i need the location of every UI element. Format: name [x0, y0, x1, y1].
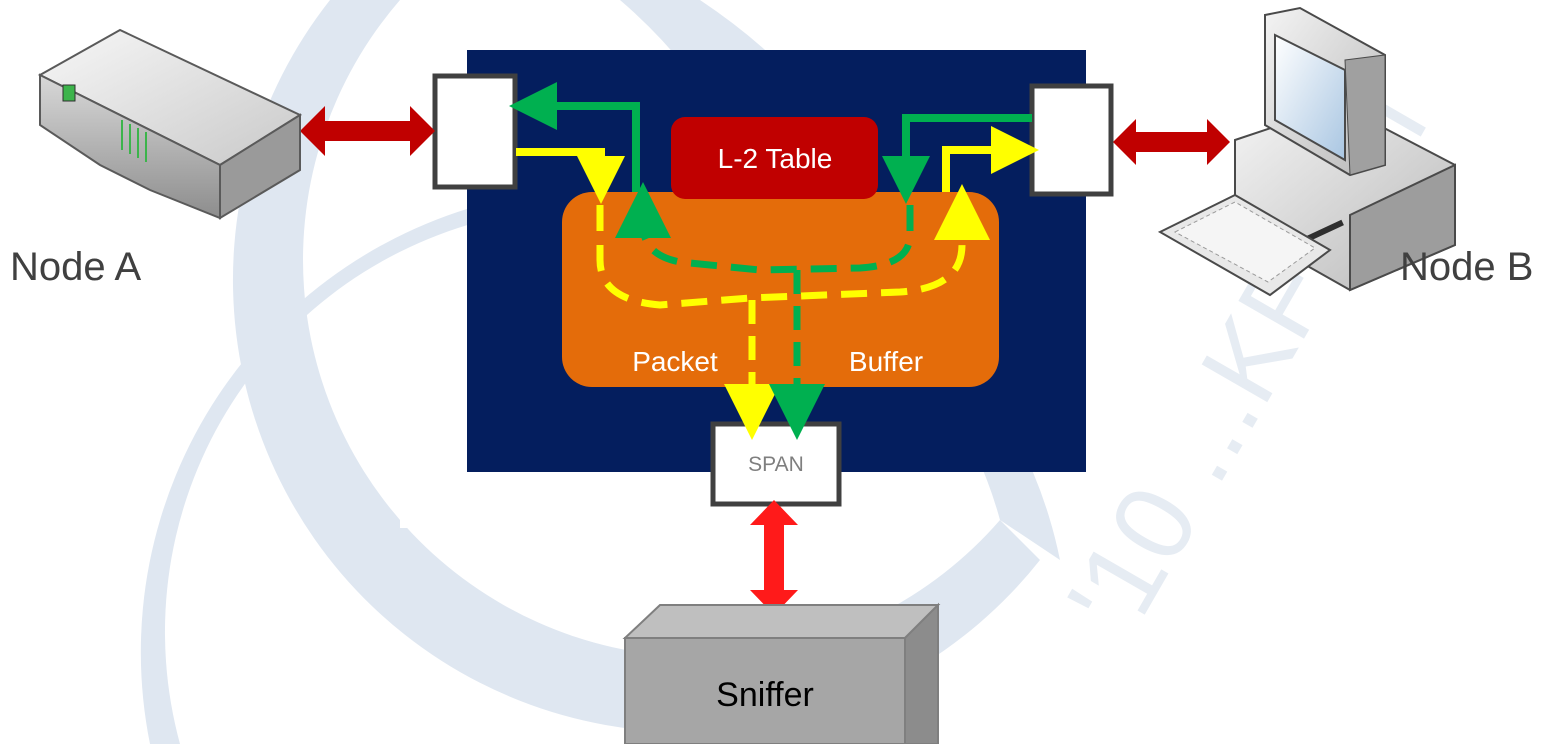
l2-table: [671, 117, 878, 199]
flow-yellow-from-port-a: [516, 148, 625, 204]
packet-buffer-label-left: Packet: [632, 346, 718, 377]
port-node-b: [1029, 83, 1114, 197]
packet-buffer: [562, 192, 999, 387]
flow-green-from-port-b: [882, 114, 1032, 204]
desktop-computer-icon: [1157, 6, 1456, 297]
sniffer-label: Sniffer: [716, 676, 814, 714]
node-a-label: Node A: [10, 245, 142, 289]
flow-yellow-dashed-buffer: [596, 184, 990, 309]
l2-table-label: L-2 Table: [718, 143, 833, 174]
node-b-label: Node B: [1400, 245, 1533, 289]
flow-yellow-to-port-b: [942, 126, 1039, 192]
link-arrow-sniffer: [750, 500, 798, 615]
link-arrow-node-a: [300, 106, 435, 156]
flow-green-dashed-buffer: [615, 182, 914, 274]
flow-green-to-port-a: [509, 82, 640, 192]
link-arrow-node-b: [1113, 119, 1230, 165]
packet-buffer-label-right: Buffer: [849, 346, 923, 377]
white-patch: [400, 488, 467, 528]
router-icon: [37, 28, 303, 220]
port-node-a: [432, 73, 518, 190]
sniffer-box-icon: [622, 602, 941, 744]
span-port-label: SPAN: [748, 453, 804, 476]
